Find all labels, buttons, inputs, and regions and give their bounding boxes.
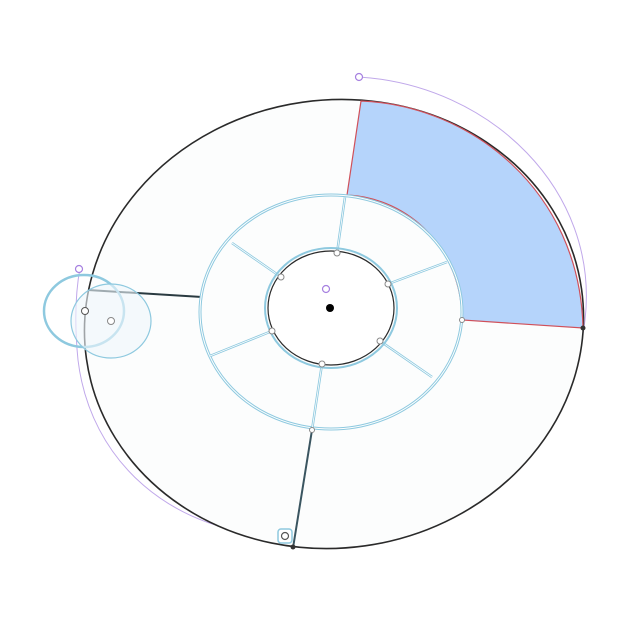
selected-sector[interactable] (346, 100, 584, 329)
center-point-icon[interactable] (326, 304, 334, 312)
vertex-points[interactable] (81, 249, 465, 433)
construction-handle-icon[interactable] (74, 264, 84, 274)
construction-handle-icon[interactable] (321, 284, 331, 294)
ring-outer-inner-line (199, 194, 463, 430)
inner-ring-band[interactable] (264, 247, 398, 369)
ring-spokes-highlight (209, 196, 448, 431)
vertex-point[interactable] (580, 325, 586, 331)
edge-line[interactable] (292, 429, 313, 549)
vertex-point[interactable] (290, 544, 296, 550)
bottom-handle-point[interactable] (280, 531, 290, 541)
construction-handle-icon[interactable] (354, 72, 364, 82)
